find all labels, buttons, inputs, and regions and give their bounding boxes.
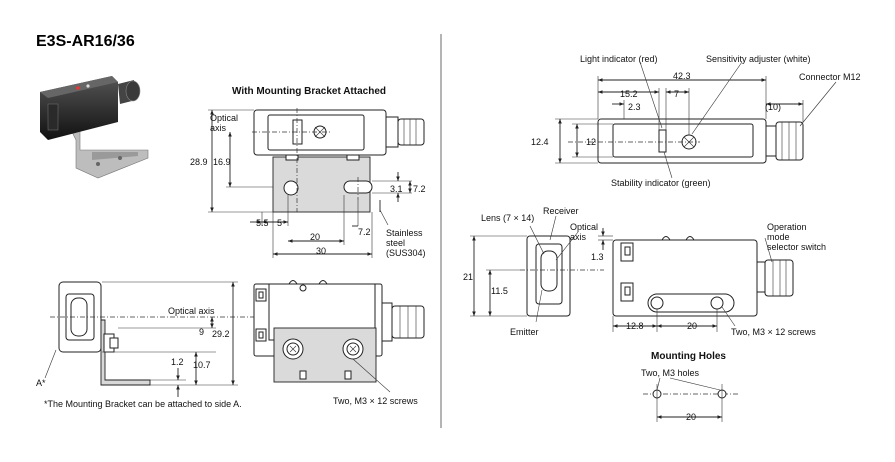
lens-label: Lens (7 × 14) (481, 213, 534, 223)
product-photo (40, 76, 149, 179)
dim-12: 12 (586, 137, 596, 147)
connector-label: Connector M12 (799, 72, 861, 82)
dim-28-9: 28.9 (190, 157, 208, 167)
dim-5: 5 (277, 218, 282, 228)
dim-20-front: 20 (687, 321, 697, 331)
dim-1-2: 1.2 (171, 357, 184, 367)
front-view-drawing (470, 215, 794, 332)
dim-12-4: 12.4 (531, 137, 549, 147)
dim-5-5: 5.5 (256, 218, 269, 228)
dim-21: 21 (463, 272, 473, 282)
side-screws-label: Two, M3 × 12 screws (333, 396, 418, 406)
dim-7: 7 (674, 89, 679, 99)
mounting-holes-label: Two, M3 holes (641, 368, 700, 378)
dim-10-7: 10.7 (193, 360, 211, 370)
dim-29-2: 29.2 (212, 329, 230, 339)
dim-7-2-right: 7.2 (413, 184, 426, 194)
emitter-label: Emitter (510, 327, 539, 337)
dim-15-2: 15.2 (620, 89, 638, 99)
sensitivity-adjuster-label: Sensitivity adjuster (white) (706, 54, 811, 64)
side-a-label: A* (36, 378, 46, 388)
dim-12-8: 12.8 (626, 321, 644, 331)
dim-20-bracket: 20 (310, 232, 320, 242)
mounting-holes-heading: Mounting Holes (651, 351, 726, 362)
dim-9: 9 (199, 327, 204, 337)
bracket-view-heading: With Mounting Bracket Attached (232, 86, 386, 97)
dim-30: 30 (316, 246, 326, 256)
dim-1-3: 1.3 (591, 252, 604, 262)
product-title: E3S-AR16/36 (36, 33, 135, 50)
bracket-view-drawing (208, 108, 425, 258)
dim-10-paren: (10) (765, 102, 781, 112)
light-indicator-label: Light indicator (red) (580, 54, 658, 64)
receiver-label: Receiver (543, 206, 579, 216)
side-optical-axis-label: Optical axis (168, 306, 215, 316)
dim-7-2-bottom: 7.2 (358, 227, 371, 237)
dim-20-holes: 20 (686, 412, 696, 422)
side-view-drawing (44, 280, 425, 397)
front-screws-label: Two, M3 × 12 screws (731, 327, 816, 337)
dim-16-9: 16.9 (213, 157, 231, 167)
mounting-holes-drawing (643, 377, 738, 422)
top-view-drawing (555, 61, 837, 179)
stability-indicator-label: Stability indicator (green) (611, 178, 711, 188)
bracket-footnote: *The Mounting Bracket can be attached to… (44, 399, 242, 409)
dim-2-3: 2.3 (628, 102, 641, 112)
dim-11-5: 11.5 (491, 286, 508, 296)
dim-42-3: 42.3 (673, 71, 691, 81)
dim-3-1: 3.1 (390, 184, 403, 194)
